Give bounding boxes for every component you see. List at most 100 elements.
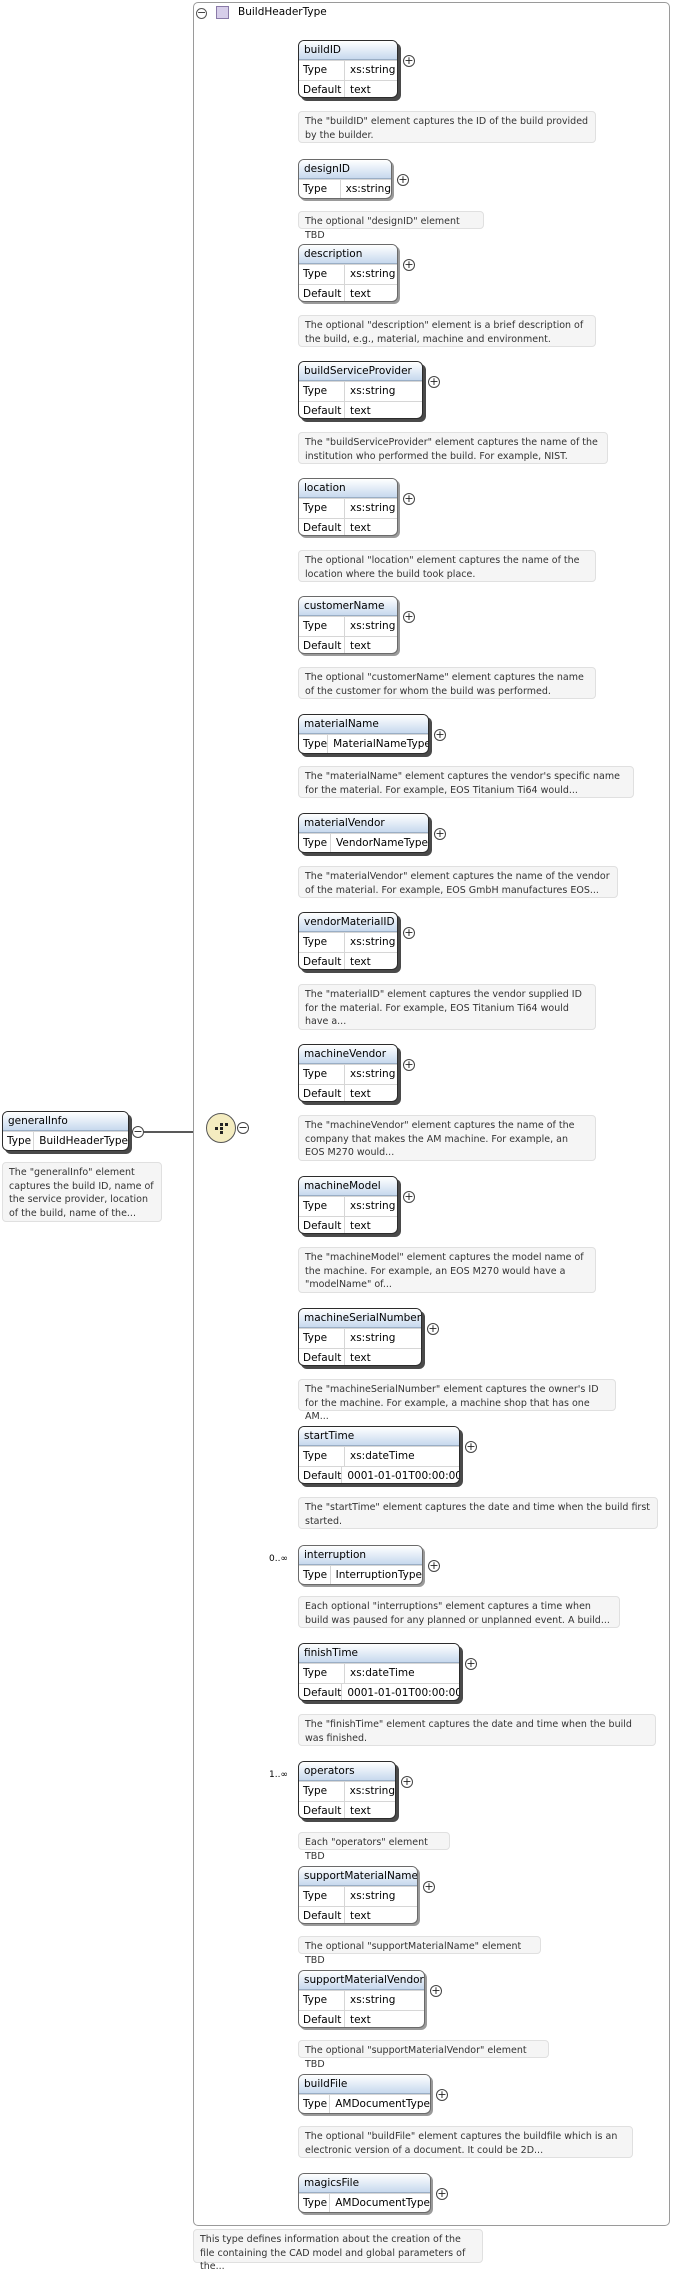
element-name: location bbox=[299, 479, 397, 498]
expand-icon[interactable]: + bbox=[428, 375, 440, 388]
expand-icon[interactable]: + bbox=[403, 610, 415, 623]
type-label: Type bbox=[3, 1132, 35, 1150]
element-documentation: The "machineSerialNumber" element captur… bbox=[298, 1379, 616, 1422]
default-label: Default bbox=[299, 1467, 343, 1483]
type-value: MaterialNameType bbox=[333, 738, 429, 750]
element-documentation: The "machineModel" element captures the … bbox=[298, 1247, 596, 1293]
element-name: customerName bbox=[299, 597, 397, 616]
default-label: Default bbox=[299, 81, 345, 97]
expand-icon[interactable]: + bbox=[401, 1775, 413, 1788]
type-label: Type bbox=[299, 1197, 345, 1216]
type-value: xs:string bbox=[350, 1332, 396, 1344]
element-documentation: The "buildID" element captures the ID of… bbox=[298, 111, 596, 143]
type-label: Type bbox=[299, 1065, 345, 1084]
expand-icon[interactable]: + bbox=[434, 827, 446, 840]
element-documentation: The optional "supportMaterialVendor" ele… bbox=[298, 2040, 549, 2070]
expand-icon[interactable]: + bbox=[397, 173, 409, 186]
element-name: generalInfo bbox=[3, 1112, 128, 1131]
expand-icon[interactable]: + bbox=[427, 1322, 439, 1335]
type-value: xs:string bbox=[350, 1890, 396, 1902]
expand-icon[interactable]: + bbox=[403, 926, 415, 939]
expand-icon[interactable]: + bbox=[436, 2088, 448, 2101]
type-value: xs:dateTime bbox=[350, 1450, 415, 1462]
sequence-compositor[interactable] bbox=[206, 1113, 236, 1143]
complex-type-header: − BuildHeaderType bbox=[195, 5, 555, 25]
expand-icon[interactable]: + bbox=[434, 728, 446, 741]
expand-icon[interactable]: + bbox=[423, 1880, 435, 1893]
default-label: Default bbox=[299, 1217, 345, 1233]
element-name: description bbox=[299, 245, 397, 264]
type-value: xs:string bbox=[349, 1785, 395, 1797]
element-default-row: Default text bbox=[299, 80, 397, 97]
type-label: Type bbox=[299, 499, 345, 518]
element-name: designID bbox=[299, 160, 391, 179]
expand-icon[interactable]: + bbox=[403, 492, 415, 505]
default-value: text bbox=[350, 405, 371, 417]
expand-icon[interactable]: + bbox=[403, 54, 415, 67]
expand-icon[interactable]: + bbox=[428, 1559, 440, 1572]
element-name: operators bbox=[299, 1762, 395, 1781]
element-documentation: The optional "location" element captures… bbox=[298, 550, 596, 582]
type-value: xs:string bbox=[350, 1068, 396, 1080]
expand-icon[interactable]: + bbox=[465, 1440, 477, 1453]
default-label: Default bbox=[299, 285, 345, 301]
expand-icon[interactable]: + bbox=[465, 1657, 477, 1670]
collapse-icon[interactable]: − bbox=[237, 1121, 249, 1134]
type-label: Type bbox=[299, 1991, 345, 2010]
type-value: AMDocumentType bbox=[335, 2197, 430, 2209]
type-value: xs:string bbox=[350, 502, 396, 514]
type-value: BuildHeaderType bbox=[39, 1135, 128, 1147]
expand-icon[interactable]: + bbox=[430, 1984, 442, 1997]
element-documentation: The "startTime" element captures the dat… bbox=[298, 1497, 658, 1529]
element-documentation: The optional "designID" element TBD bbox=[298, 211, 484, 241]
expand-icon[interactable]: + bbox=[403, 1190, 415, 1203]
element-name: interruption bbox=[299, 1546, 422, 1565]
type-label: Type bbox=[299, 1329, 345, 1348]
root-element-generalinfo[interactable]: generalInfo Type BuildHeaderType bbox=[2, 1111, 129, 1151]
expand-icon[interactable]: + bbox=[403, 258, 415, 271]
type-label: Type bbox=[299, 1566, 331, 1584]
default-label: Default bbox=[299, 519, 345, 535]
type-value: xs:string bbox=[350, 64, 396, 76]
type-label: Type bbox=[299, 1447, 345, 1466]
element-name: magicsFile bbox=[299, 2174, 430, 2193]
expand-icon[interactable]: + bbox=[403, 1058, 415, 1071]
collapse-icon[interactable]: − bbox=[132, 1125, 144, 1138]
default-value: text bbox=[350, 84, 371, 96]
type-label: Type bbox=[299, 735, 329, 753]
expand-icon[interactable]: + bbox=[436, 2187, 448, 2200]
element-documentation: The "finishTime" element captures the da… bbox=[298, 1714, 656, 1746]
default-label: Default bbox=[299, 2011, 345, 2027]
collapse-icon[interactable]: − bbox=[196, 6, 207, 19]
complex-type-box bbox=[193, 2, 670, 2226]
